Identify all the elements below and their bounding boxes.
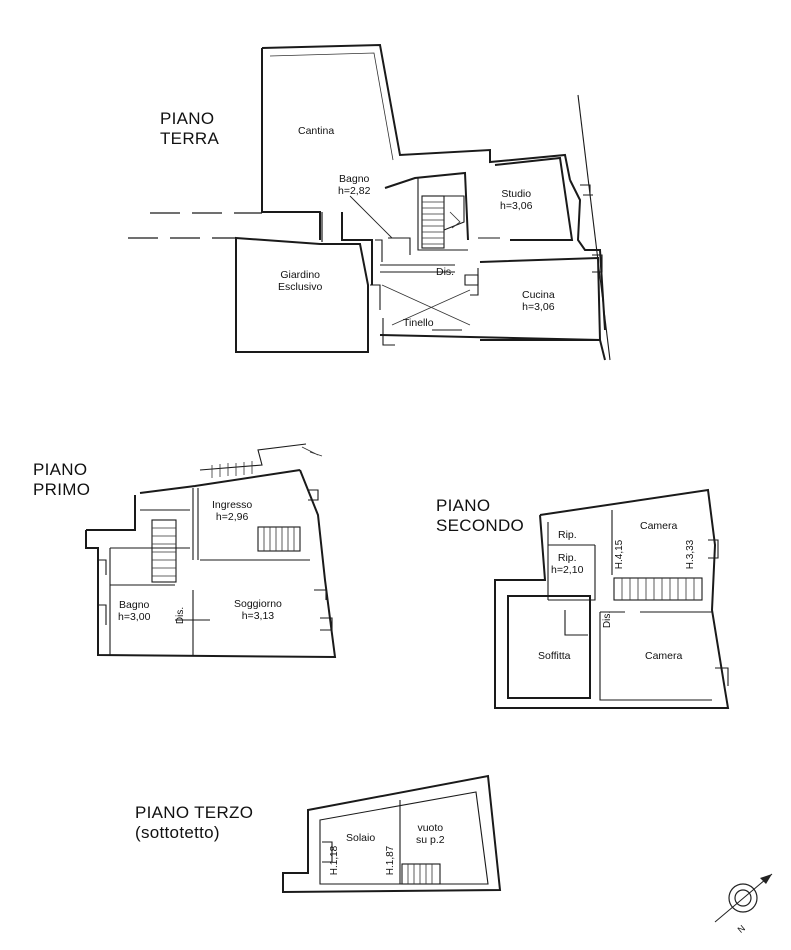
- room-name: Tinello: [403, 317, 434, 329]
- room-label-solaio: Solaio: [346, 832, 375, 844]
- room-name: Camera: [645, 650, 683, 662]
- room-label-dis-terra: Dis.: [436, 266, 454, 278]
- room-height: h=3,06: [500, 200, 533, 212]
- cantina-walls: [261, 43, 571, 181]
- floor-title-primo: PIANO PRIMO: [33, 460, 90, 500]
- floor-title-terzo: PIANO TERZO (sottotetto): [135, 803, 253, 843]
- room-label-cucina: Cucina h=3,06: [522, 289, 555, 313]
- room-name: Soffitta: [538, 650, 571, 662]
- room-height: h=3,13: [241, 610, 275, 622]
- floor-title-secondo-line2: SECONDO: [436, 516, 525, 535]
- room-name: Dis.: [436, 266, 455, 278]
- room-name: Bagno: [119, 599, 150, 611]
- stairs-terra: [421, 195, 465, 249]
- giardino-walls: [235, 236, 369, 353]
- room-height: h=2,10: [551, 564, 584, 576]
- room-label-rip-1: Rip.: [558, 529, 577, 541]
- stairs-terzo: [401, 863, 441, 885]
- room-label-camera-1: Camera: [640, 520, 677, 532]
- stairs-primo: [151, 519, 301, 583]
- room-label-studio: Studio h=3,06: [500, 188, 532, 212]
- piano-terra-plan: [128, 43, 611, 361]
- room-name-line2: su p.2: [416, 834, 445, 846]
- primo-outline: [85, 469, 337, 659]
- room-name: Studio: [501, 188, 532, 200]
- room-label-bagno-primo: Bagno h=3,00: [118, 599, 150, 623]
- room-label-dis-secondo: Dis.: [602, 610, 614, 629]
- floor-title-secondo: PIANO SECONDO: [436, 496, 524, 536]
- room-name: Cucina: [522, 289, 555, 301]
- piano-terzo-plan: [282, 774, 502, 894]
- room-height: h=3,06: [522, 301, 555, 313]
- room-label-camera-2: Camera: [645, 650, 682, 662]
- room-label-soffitta: Soffitta: [538, 650, 571, 662]
- room-name: Ingresso: [212, 499, 253, 511]
- floor-title-secondo-line1: PIANO: [436, 496, 491, 515]
- piano-secondo-plan: [494, 488, 730, 709]
- room-label-soggiorno: Soggiorno h=3,13: [234, 598, 282, 622]
- room-name: Cantina: [298, 125, 335, 137]
- room-label-vuoto: vuoto su p.2: [416, 822, 445, 846]
- room-label-ingresso: Ingresso h=2,96: [212, 499, 252, 523]
- room-name: Giardino: [280, 269, 321, 281]
- floor-title-terzo-line2: (sottotetto): [135, 823, 220, 842]
- floor-title-terra-line2: TERRA: [160, 129, 220, 148]
- room-label-giardino: Giardino Esclusivo: [278, 269, 322, 293]
- room-name: Solaio: [346, 832, 376, 844]
- room-name: vuoto: [417, 822, 444, 834]
- room-label-tinello: Tinello: [403, 317, 434, 329]
- room-label-h118: H.1,18: [329, 845, 341, 876]
- room-name: Camera: [640, 520, 678, 532]
- room-label-h333: H.3,33: [685, 539, 697, 570]
- floor-title-terra: PIANO TERRA: [160, 109, 219, 149]
- room-name: Bagno: [339, 173, 370, 185]
- terzo-outline: [282, 774, 502, 894]
- compass-icon: [714, 873, 773, 923]
- room-name-line2: Esclusivo: [278, 281, 323, 293]
- room-name: Rip.: [558, 529, 577, 541]
- secondo-outline: [494, 488, 730, 709]
- floor-title-terra-line1: PIANO: [160, 109, 215, 128]
- room-label-cantina: Cantina: [298, 125, 334, 137]
- stairs-secondo: [613, 577, 703, 601]
- room-label-bagno-terra: Bagno h=2,82: [338, 173, 370, 197]
- room-name: Rip.: [557, 552, 577, 564]
- cantina-west-wall: [261, 48, 321, 240]
- piano-primo-plan: [85, 443, 337, 659]
- room-height: h=2,96: [215, 511, 249, 523]
- floor-title-primo-line2: PRIMO: [33, 480, 91, 499]
- room-name: Soggiorno: [234, 598, 282, 610]
- cucina-walls: [479, 256, 602, 341]
- studio-walls: [494, 156, 574, 241]
- floor-title-terzo-line1: PIANO TERZO: [135, 803, 254, 822]
- room-height: h=2,82: [338, 185, 371, 197]
- room-label-dis-primo: Dis.: [175, 606, 187, 625]
- room-height: h=3,00: [118, 611, 151, 623]
- floor-title-primo-line1: PIANO: [33, 460, 88, 479]
- room-label-h187: H.1,87: [385, 845, 397, 876]
- room-label-rip-2: Rip. h=2,10: [551, 552, 583, 576]
- room-label-h415: H.4,15: [614, 539, 626, 570]
